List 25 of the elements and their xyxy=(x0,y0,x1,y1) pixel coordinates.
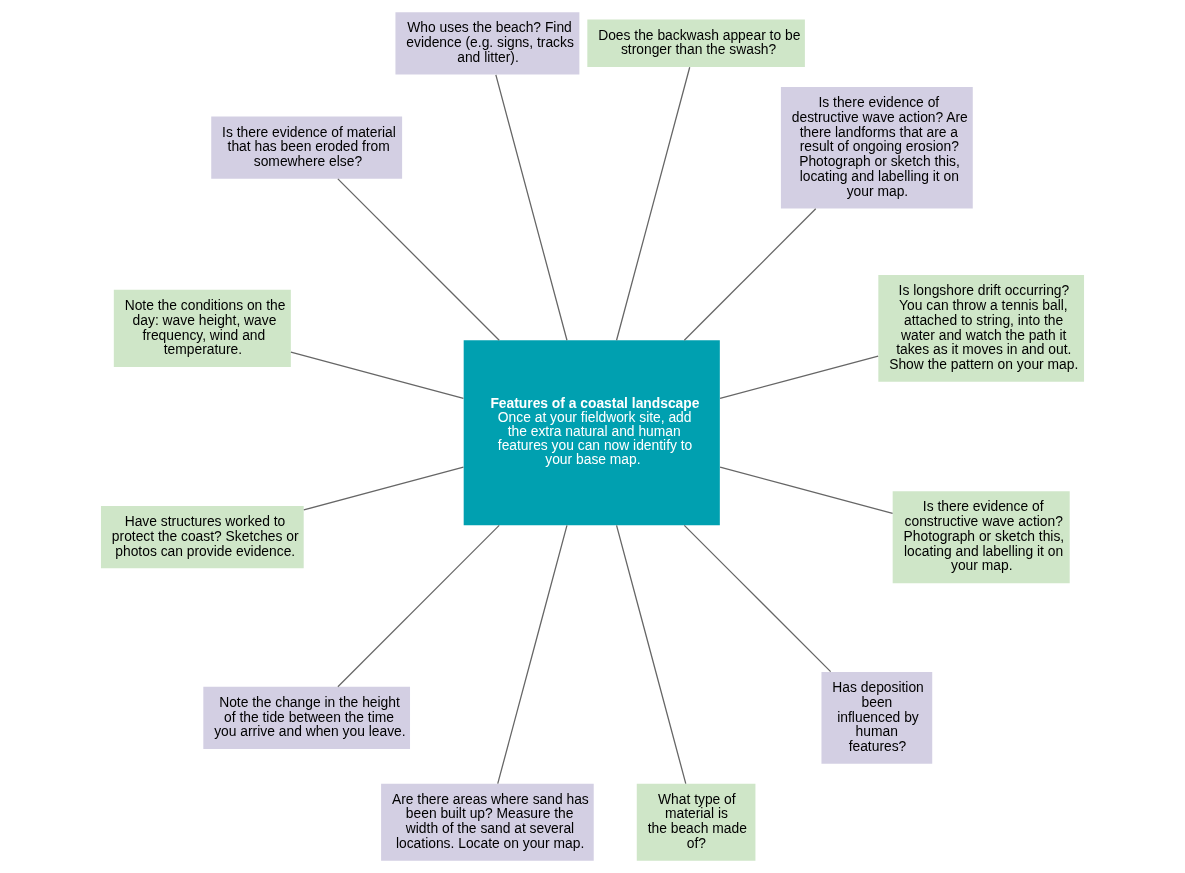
node-box: What type of material is the beach made of? xyxy=(636,783,756,861)
connector xyxy=(719,466,894,515)
connector xyxy=(495,74,568,341)
node-box: Have structures worked to protect the coast? Sketches or photos can provide evidence. xyxy=(100,506,304,569)
connector xyxy=(719,355,879,400)
node-box: Is there evidence of material that has been eroded from somewhere else? xyxy=(211,116,403,179)
connector xyxy=(497,524,568,785)
node-box: Is there evidence of destructive wave action? Are there landforms that are a result of ongoing erosion? Photograph or sketch this, locating and labelling it on your map. xyxy=(780,86,973,209)
connector xyxy=(615,524,687,785)
node-box: Features of a coastal landscape Once at your fieldwork site, add the extra natural and human features you can now identify to your base map. xyxy=(463,340,720,526)
node-box: Is longshore drift occurring? You can throw a tennis ball, attached to string, into the water and watch the path it takes as it moves in and out. Show the pattern on your map. xyxy=(878,275,1085,382)
node-box: Are there areas where sand has been built up? Measure the width of the sand at several locations. Locate on your map. xyxy=(381,783,594,861)
connector xyxy=(290,351,465,400)
connector xyxy=(303,466,465,511)
connector xyxy=(683,524,832,673)
connector xyxy=(615,66,691,341)
connector xyxy=(683,208,817,341)
connector xyxy=(337,524,500,688)
node-box: Does the backwash appear to be stronger than the swash? xyxy=(587,19,805,68)
node-box: Note the conditions on the day: wave height, wave frequency, wind and temperature. xyxy=(113,289,291,367)
node-box: Has deposition been influenced by human features? xyxy=(821,671,933,764)
node-box: Note the change in the height of the tide between the time you arrive and when you leave. xyxy=(203,686,410,750)
connector xyxy=(337,178,500,341)
node-box: Who uses the beach? Find evidence (e.g. signs, tracks and litter). xyxy=(395,12,580,75)
node-box: Is there evidence of constructive wave action? Photograph or sketch this, locating and labelling it on your map. xyxy=(892,491,1070,584)
